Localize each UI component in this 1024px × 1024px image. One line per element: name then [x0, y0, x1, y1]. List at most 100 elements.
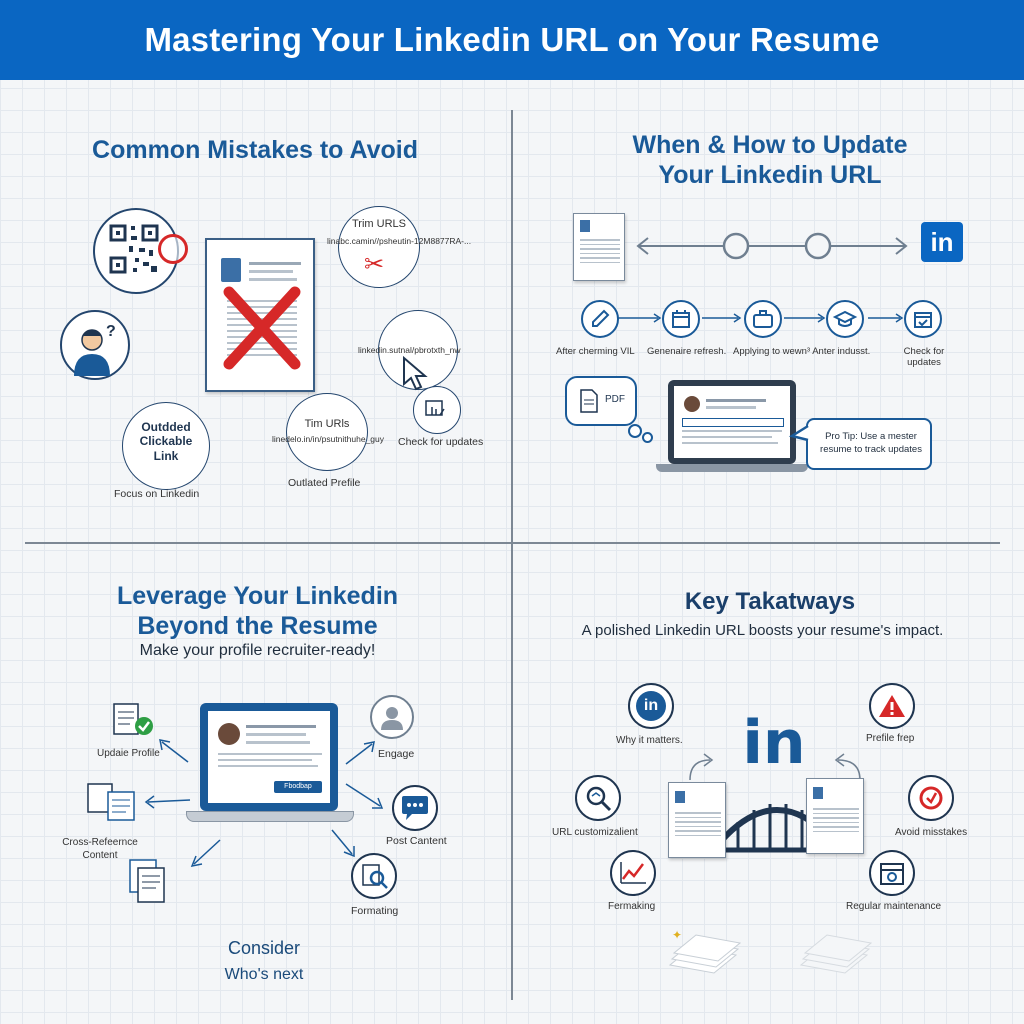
- avoid-mistakes-icon: [908, 775, 954, 821]
- leverage-laptop-screen: Fbodbap: [200, 703, 338, 811]
- pdf-file-icon: [580, 389, 598, 413]
- resume-photo-icon: [580, 220, 590, 232]
- bubble-pointer: [788, 424, 809, 442]
- linkedin-logo-icon: in: [636, 691, 666, 721]
- url-magnify-icon: [575, 775, 621, 821]
- timeline-resume-doc: [573, 213, 625, 281]
- search-formatting-icon: [351, 853, 397, 899]
- hover-url: linkedin.sutnal/pbrotxth_nw: [358, 345, 461, 355]
- confused-person-circle: ?: [60, 310, 130, 380]
- maintenance-label: Regular maintenance: [846, 901, 942, 912]
- profile-prep-label: Prefile frep: [866, 733, 915, 744]
- avoid-mistakes-label: Avoid misstakes: [895, 827, 968, 838]
- calendar-refresh-icon: [662, 300, 700, 338]
- vertical-divider: [511, 110, 513, 1000]
- pro-tip-bubble: Pro Tip: Use a mester resume to track up…: [806, 418, 932, 470]
- title-banner: Mastering Your Linkedin URL on Your Resu…: [0, 0, 1024, 80]
- profile-avatar-icon: [684, 396, 700, 412]
- resume-photo-icon: [221, 258, 241, 282]
- confused-person-icon: ?: [74, 323, 116, 376]
- laptop-screen: [668, 380, 796, 464]
- step-1-label: After cherming VIL: [556, 346, 635, 357]
- trim-urls-bottom-circle: [286, 393, 368, 471]
- step-3-label: Applying to wewn³ Anter indusst.: [733, 346, 871, 357]
- check-updates-circle: [413, 386, 461, 434]
- step-2-label: Genenaire refresh.: [647, 346, 727, 357]
- hand-click-icon: [425, 400, 445, 416]
- whos-next-label: Who's next: [224, 966, 304, 983]
- bubble-tail-dot: [628, 424, 642, 438]
- chat-bubble-icon: [392, 785, 438, 831]
- leverage-title: Leverage Your Linkedin Beyond the Resume: [60, 582, 455, 641]
- svg-text:?: ?: [106, 323, 116, 340]
- update-title: When & How to Update Your Linkedin URL: [560, 131, 980, 190]
- update-title-line2: Your Linkedin URL: [658, 160, 882, 189]
- svg-text:✦: ✦: [672, 928, 682, 942]
- update-title-line1: When & How to Update: [632, 131, 908, 159]
- leverage-title-line2: Beyond the Resume: [137, 611, 378, 640]
- update-profile-label: Updaie Profile: [97, 748, 160, 759]
- post-content-label: Post Cantent: [386, 835, 447, 847]
- pro-tip-text: Pro Tip: Use a mester resume to track up…: [820, 431, 922, 456]
- red-x-icon: [223, 286, 301, 370]
- chart-trend-icon: [610, 850, 656, 896]
- bad-resume-document: [205, 238, 315, 392]
- big-linkedin-logo: in: [742, 708, 806, 778]
- horizontal-divider: [25, 542, 1000, 544]
- url-customization-label: URL customizalient: [552, 827, 638, 838]
- steps-arrows: [612, 313, 904, 323]
- calendar-maintenance-icon: [869, 850, 915, 896]
- leverage-subtitle: Make your profile recruiter-ready!: [139, 642, 376, 659]
- update-profile-icon: [110, 700, 153, 738]
- qr-code-icon: [109, 224, 159, 274]
- resume-right-doc: [806, 778, 864, 854]
- warning-triangle-icon: [869, 683, 915, 729]
- takeaways-title: Key Takatways: [684, 588, 856, 615]
- focus-label: Focus on Linkedin: [114, 488, 200, 500]
- check-updates-label: Check for updates: [398, 436, 484, 448]
- leverage-title-line1: Leverage Your Linkedin: [116, 582, 399, 610]
- takeaways-subtitle: A polished Linkedin URL boosts your resu…: [581, 622, 944, 639]
- warning-ring-icon: [158, 234, 188, 264]
- cross-reference-icon: [86, 782, 138, 822]
- mistakes-title: Common Mistakes to Avoid: [92, 136, 418, 164]
- pdf-label: PDF: [605, 394, 625, 405]
- profile-screen-button[interactable]: Fbodbap: [274, 781, 322, 793]
- briefcase-icon: [744, 300, 782, 338]
- paper-stack-left: ✦: [668, 928, 742, 974]
- engage-label: Engage: [378, 748, 415, 760]
- trim-urls-title: Trim URLS: [352, 218, 406, 230]
- paper-stack-right: [799, 934, 873, 974]
- bubble-tail-dot: [642, 432, 653, 443]
- step-4-label: Check for updates: [903, 346, 945, 368]
- scissors-icon: ✂: [364, 251, 385, 278]
- why-matters-icon: in: [628, 683, 674, 729]
- leverage-arrows: [144, 739, 384, 868]
- pdf-bubble: PDF: [565, 376, 637, 426]
- resume-photo-icon: [813, 787, 823, 799]
- why-matters-label: Why it matters.: [616, 735, 683, 746]
- trim-urls-circle: [338, 206, 420, 288]
- outdated-link-circle: [122, 402, 210, 490]
- calendar-check-icon: [904, 300, 942, 338]
- laptop-base: [656, 464, 808, 472]
- profile-avatar-icon: [218, 723, 240, 745]
- trim-urls-bottom-title: Tim URls: [304, 418, 350, 430]
- pencil-icon: [581, 300, 619, 338]
- trim-urls-example: linabc.camin//psheutin-12M8877RA-...: [327, 236, 472, 246]
- page-title: Mastering Your Linkedin URL on Your Resu…: [144, 21, 880, 58]
- leverage-laptop-base: [186, 811, 354, 822]
- engage-person-icon: [370, 695, 414, 739]
- documents-stack-icon: [128, 858, 170, 904]
- outdated-profile-label: Outlated Prefile: [288, 477, 361, 489]
- framing-label: Fermaking: [608, 901, 656, 912]
- consider-label: Consider: [227, 938, 301, 958]
- trim-urls-bottom-example: linedelo.in/in/psutnithuhe_guy: [272, 434, 385, 444]
- cursor-icon: [403, 355, 428, 391]
- formatting-label: Formating: [351, 905, 399, 917]
- timeline-arrow: [636, 232, 908, 260]
- resume-left-doc: [668, 782, 726, 858]
- cross-reference-label: Cross-Refeernce Content: [62, 837, 138, 861]
- outdated-link-label: Outdded Clickable Link: [139, 420, 193, 463]
- linkedin-logo-icon: in: [921, 222, 963, 262]
